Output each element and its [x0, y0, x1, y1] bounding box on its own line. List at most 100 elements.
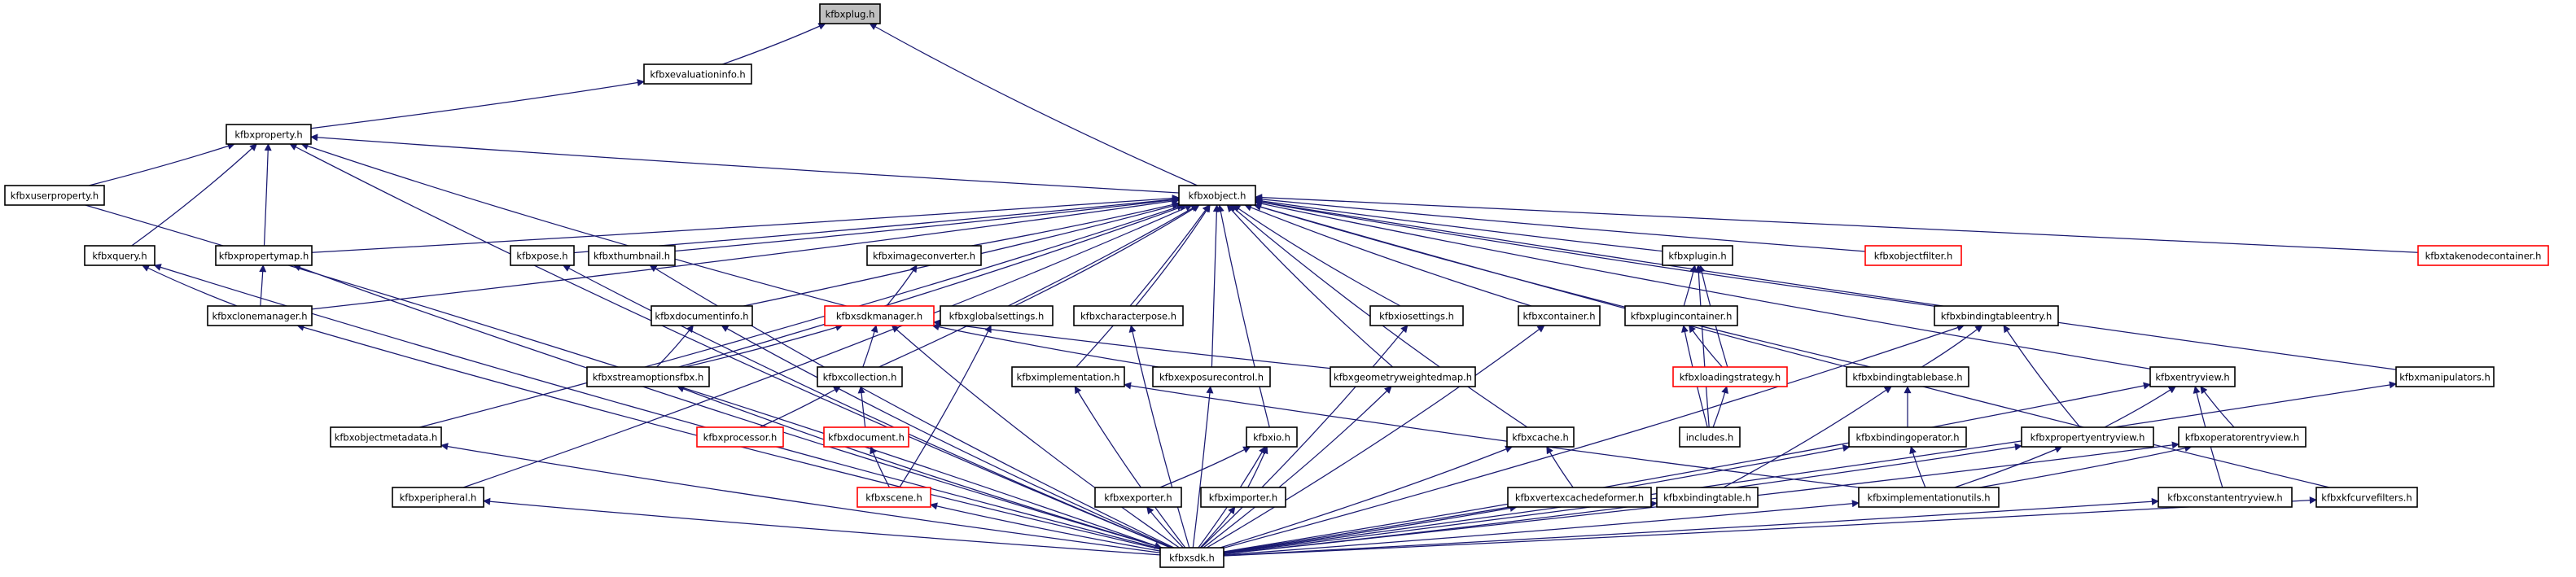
node-includes[interactable]: includes.h	[1679, 426, 1741, 448]
node-kfbxgeometryweightedmap[interactable]: kfbxgeometryweightedmap.h	[1330, 366, 1476, 387]
node-kfbxbindingoperator[interactable]: kfbxbindingoperator.h	[1848, 426, 1967, 448]
node-kfbximageconverter[interactable]: kfbximageconverter.h	[866, 245, 982, 266]
node-label: kfbxmanipulators.h	[2399, 372, 2491, 383]
node-kfbxscene[interactable]: kfbxscene.h	[856, 487, 931, 508]
node-kfbxoperatorentryview[interactable]: kfbxoperatorentryview.h	[2178, 426, 2307, 448]
edge-kfbximporter-to-kfbxio	[1247, 446, 1268, 488]
node-label: kfbxbindingtable.h	[1663, 492, 1751, 504]
node-box	[643, 63, 752, 85]
node-kfbxmanipulators[interactable]: kfbxmanipulators.h	[2395, 366, 2495, 387]
node-box	[866, 245, 982, 266]
node-kfbxcharacterpose[interactable]: kfbxcharacterpose.h	[1073, 305, 1184, 326]
node-box	[2021, 426, 2154, 448]
node-kfbxsdkmanager[interactable]: kfbxsdkmanager.h	[824, 305, 935, 326]
node-kfbxexposurecontrol[interactable]: kfbxexposurecontrol.h	[1152, 366, 1271, 387]
edge-kfbxgeometryweightedmap-to-kfbxobject	[1226, 204, 1394, 368]
node-kfbxuserproperty[interactable]: kfbxuserproperty.h	[4, 185, 105, 206]
node-kfbxpose[interactable]: kfbxpose.h	[510, 245, 575, 266]
node-kfbxquery[interactable]: kfbxquery.h	[84, 245, 156, 266]
node-kfbxloadingstrategy[interactable]: kfbxloadingstrategy.h	[1672, 366, 1788, 387]
node-kfbxplugincontainer[interactable]: kfbxplugincontainer.h	[1624, 305, 1738, 326]
node-kfbximporter[interactable]: kfbximporter.h	[1200, 487, 1286, 508]
edge-kfbxsdk-to-kfbxproperty	[289, 143, 1172, 549]
node-label: kfbxcharacterpose.h	[1080, 311, 1176, 322]
node-kfbxbindingtableentry[interactable]: kfbxbindingtableentry.h	[1934, 305, 2059, 326]
edge-kfbxstreamoptionsfbx-to-kfbxdocumentinfo	[656, 325, 694, 368]
node-kfbxsdk[interactable]: kfbxsdk.h	[1159, 547, 1224, 568]
node-label: kfbxsdk.h	[1169, 553, 1215, 564]
edge-kfbxclonemanager-to-kfbxpropertymap	[259, 264, 267, 307]
node-kfbxcontainer[interactable]: kfbxcontainer.h	[1518, 305, 1601, 326]
node-label: kfbxoperatorentryview.h	[2185, 432, 2299, 444]
graph-edges	[85, 23, 2419, 557]
node-box	[1846, 366, 1969, 387]
node-kfbxthumbnail[interactable]: kfbxthumbnail.h	[588, 245, 676, 266]
node-kfbxconstantentryview[interactable]: kfbxconstantentryview.h	[2158, 487, 2293, 508]
node-kfbxvertexcachedeformer[interactable]: kfbxvertexcachedeformer.h	[1507, 487, 1652, 508]
edge-kfbxpropertymap-to-kfbxobject	[311, 195, 1180, 253]
node-label: kfbxsdkmanager.h	[836, 311, 922, 322]
node-box	[2178, 426, 2307, 448]
node-kfbxobjectmetadata[interactable]: kfbxobjectmetadata.h	[330, 426, 442, 448]
node-label: kfbxobjectfilter.h	[1874, 251, 1953, 262]
edge-kfbximageconverter-to-kfbxobject	[971, 201, 1180, 247]
node-kfbxexporter[interactable]: kfbxexporter.h	[1094, 487, 1182, 508]
node-label: kfbxexposurecontrol.h	[1159, 372, 1264, 383]
edge-kfbxsdk-to-kfbxstreamoptionsfbx	[677, 385, 1163, 549]
node-kfbxkfcurvefilters[interactable]: kfbxkfcurvefilters.h	[2315, 487, 2418, 508]
node-box	[1506, 426, 1575, 448]
node-kfbxbindingtable[interactable]: kfbxbindingtable.h	[1656, 487, 1759, 508]
edge-kfbxsdk-to-kfbxsdkmanager	[891, 325, 1180, 549]
node-kfbxproperty[interactable]: kfbxproperty.h	[226, 124, 312, 145]
edge-kfbxsdk-to-kfbxpose	[563, 264, 1172, 549]
edge-kfbxsdk-to-kfbxconstantentryview	[1223, 497, 2159, 557]
node-kfbxclonemanager[interactable]: kfbxclonemanager.h	[207, 305, 313, 326]
node-kfbxio[interactable]: kfbxio.h	[1246, 426, 1298, 448]
node-kfbxprocessor[interactable]: kfbxprocessor.h	[696, 426, 784, 448]
edge-kfbxobject-to-kfbxproperty	[310, 133, 1180, 194]
node-kfbxdocumentinfo[interactable]: kfbxdocumentinfo.h	[651, 305, 753, 326]
edge-kfbxcollection-to-kfbxobject	[878, 204, 1199, 368]
edge-kfbxiosettings-to-kfbxobject	[1233, 204, 1401, 307]
node-kfbxbindingtablebase[interactable]: kfbxbindingtablebase.h	[1846, 366, 1969, 387]
edge-kfbxpropertymap-to-kfbxproperty	[263, 143, 272, 247]
node-label: kfbxdocumentinfo.h	[655, 311, 748, 322]
node-kfbxevaluationinfo[interactable]: kfbxevaluationinfo.h	[643, 63, 752, 85]
node-kfbxdocument[interactable]: kfbxdocument.h	[823, 426, 909, 448]
edge-kfbxexposurecontrol-to-kfbxobject	[1211, 204, 1220, 368]
node-kfbxperipheral[interactable]: kfbxperipheral.h	[392, 487, 484, 508]
edge-kfbxobjectfilter-to-kfbxobject	[1255, 195, 1866, 252]
node-kfbxplugin[interactable]: kfbxplugin.h	[1662, 245, 1733, 266]
node-kfbximplementation[interactable]: kfbximplementation.h	[1011, 366, 1125, 387]
node-kfbxentryview[interactable]: kfbxentryview.h	[2149, 366, 2236, 387]
edge-kfbxevaluationinfo-to-kfbxplug	[722, 23, 826, 65]
node-kfbxpropertyentryview[interactable]: kfbxpropertyentryview.h	[2021, 426, 2154, 448]
node-kfbxobjectfilter[interactable]: kfbxobjectfilter.h	[1864, 245, 1962, 266]
node-kfbxtakenodecontainer[interactable]: kfbxtakenodecontainer.h	[2417, 245, 2549, 266]
node-kfbxpropertymap[interactable]: kfbxpropertymap.h	[215, 245, 313, 266]
edge-kfbxsdk-to-kfbxvertexcachedeformer	[1223, 504, 1518, 553]
node-kfbxiosettings[interactable]: kfbxiosettings.h	[1369, 305, 1464, 326]
node-kfbxobject[interactable]: kfbxobject.h	[1178, 185, 1256, 206]
node-kfbxstreamoptionsfbx[interactable]: kfbxstreamoptionsfbx.h	[586, 366, 710, 387]
edge-kfbxsdk-to-kfbxobjectmetadata	[440, 443, 1161, 553]
node-kfbxplug[interactable]: kfbxplug.h	[819, 3, 881, 24]
edge-kfbxpropertyentryview-to-kfbxentryview	[2104, 386, 2176, 428]
edge-kfbxmanipulators-to-kfbxobject	[1255, 198, 2397, 370]
node-box	[330, 426, 442, 448]
node-kfbxcollection[interactable]: kfbxcollection.h	[817, 366, 903, 387]
node-kfbxglobalsettings[interactable]: kfbxglobalsettings.h	[940, 305, 1054, 326]
node-kfbxcache[interactable]: kfbxcache.h	[1506, 426, 1575, 448]
edge-kfbxsdk-to-kfbxmanipulators	[1223, 381, 2397, 554]
node-kfbximplementationutils[interactable]: kfbximplementationutils.h	[1858, 487, 2000, 508]
node-box	[207, 305, 313, 326]
node-box	[1094, 487, 1182, 508]
node-box	[817, 366, 903, 387]
edge-kfbxglobalsettings-to-kfbxobject	[1014, 204, 1200, 307]
node-label: kfbxconstantentryview.h	[2167, 492, 2282, 504]
edge-kfbximplementationutils-to-kfbxoperatorentryview	[1979, 444, 2193, 488]
node-label: kfbxuserproperty.h	[11, 190, 99, 202]
node-label: kfbxobject.h	[1189, 190, 1246, 202]
node-box	[510, 245, 575, 266]
edge-kfbxsdk-to-kfbximporter	[1199, 506, 1236, 549]
